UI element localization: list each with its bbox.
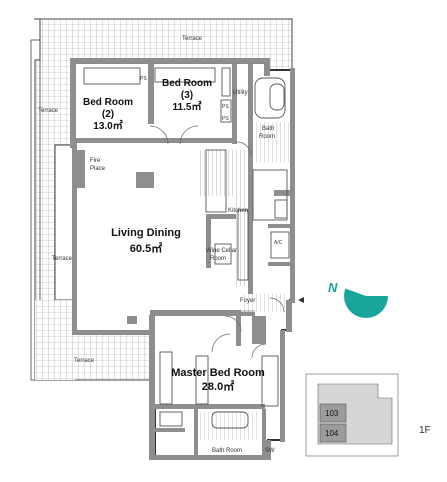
terrace-label-top: Terrace [182, 36, 203, 42]
bed2-num: (2) [102, 109, 114, 120]
key-plan-unit-a: 103 [325, 409, 339, 418]
ps-label-c: PS [222, 116, 229, 122]
fire-place-line2: Place [90, 166, 106, 172]
foyer-label: Foyer [240, 298, 255, 304]
living-name: Living Dining [111, 227, 181, 239]
compass-needle-icon [344, 269, 389, 296]
entrance-arrow-icon [298, 297, 304, 303]
floor-label: 1F [419, 425, 431, 436]
compass-label: N [328, 280, 338, 295]
bath-bottom-label: Bath Room [212, 448, 242, 454]
bed3-area: 11.5㎡ [173, 100, 202, 113]
terrace-label-bottom: Terrace [74, 358, 95, 364]
living-area: 60.5㎡ [130, 241, 162, 255]
sw-label: SW [265, 448, 275, 454]
key-plan: 103 104 1F [305, 373, 431, 457]
fire-place-line1: Fire [90, 158, 101, 164]
bed3-num: (3) [181, 90, 193, 101]
bath-top-line1: Bath [262, 126, 274, 132]
fixtures [83, 67, 290, 429]
door-swings [149, 125, 285, 359]
bed2-name: Bed Room [83, 97, 133, 108]
ps-label-b: PS [222, 104, 229, 110]
terrace-label-west: Terrace [52, 256, 73, 262]
ps-label-a: PS [140, 76, 147, 82]
wine-cellar-line2: Room [210, 256, 226, 262]
bed3-name: Bed Room [162, 78, 212, 89]
terrace-label-left: Terrace [38, 108, 59, 114]
key-plan-unit-b: 104 [325, 429, 339, 438]
bed2-area: 13.0㎡ [93, 119, 122, 132]
wine-cellar-line1: Wine Cellar [206, 248, 237, 254]
ac-label: A/C [274, 240, 283, 246]
compass: N [328, 269, 389, 318]
walls [70, 58, 295, 460]
master-name: Master Bed Room [171, 367, 265, 379]
utility-label: Utility [233, 90, 248, 96]
bath-top-line2: Room [259, 134, 275, 140]
room-labels: Terrace Terrace Terrace Terrace Bed Room… [38, 36, 283, 454]
master-area: 28.0㎡ [202, 379, 234, 393]
hatched-floors [198, 122, 290, 440]
kitchen-label: Kitchen [228, 208, 248, 214]
